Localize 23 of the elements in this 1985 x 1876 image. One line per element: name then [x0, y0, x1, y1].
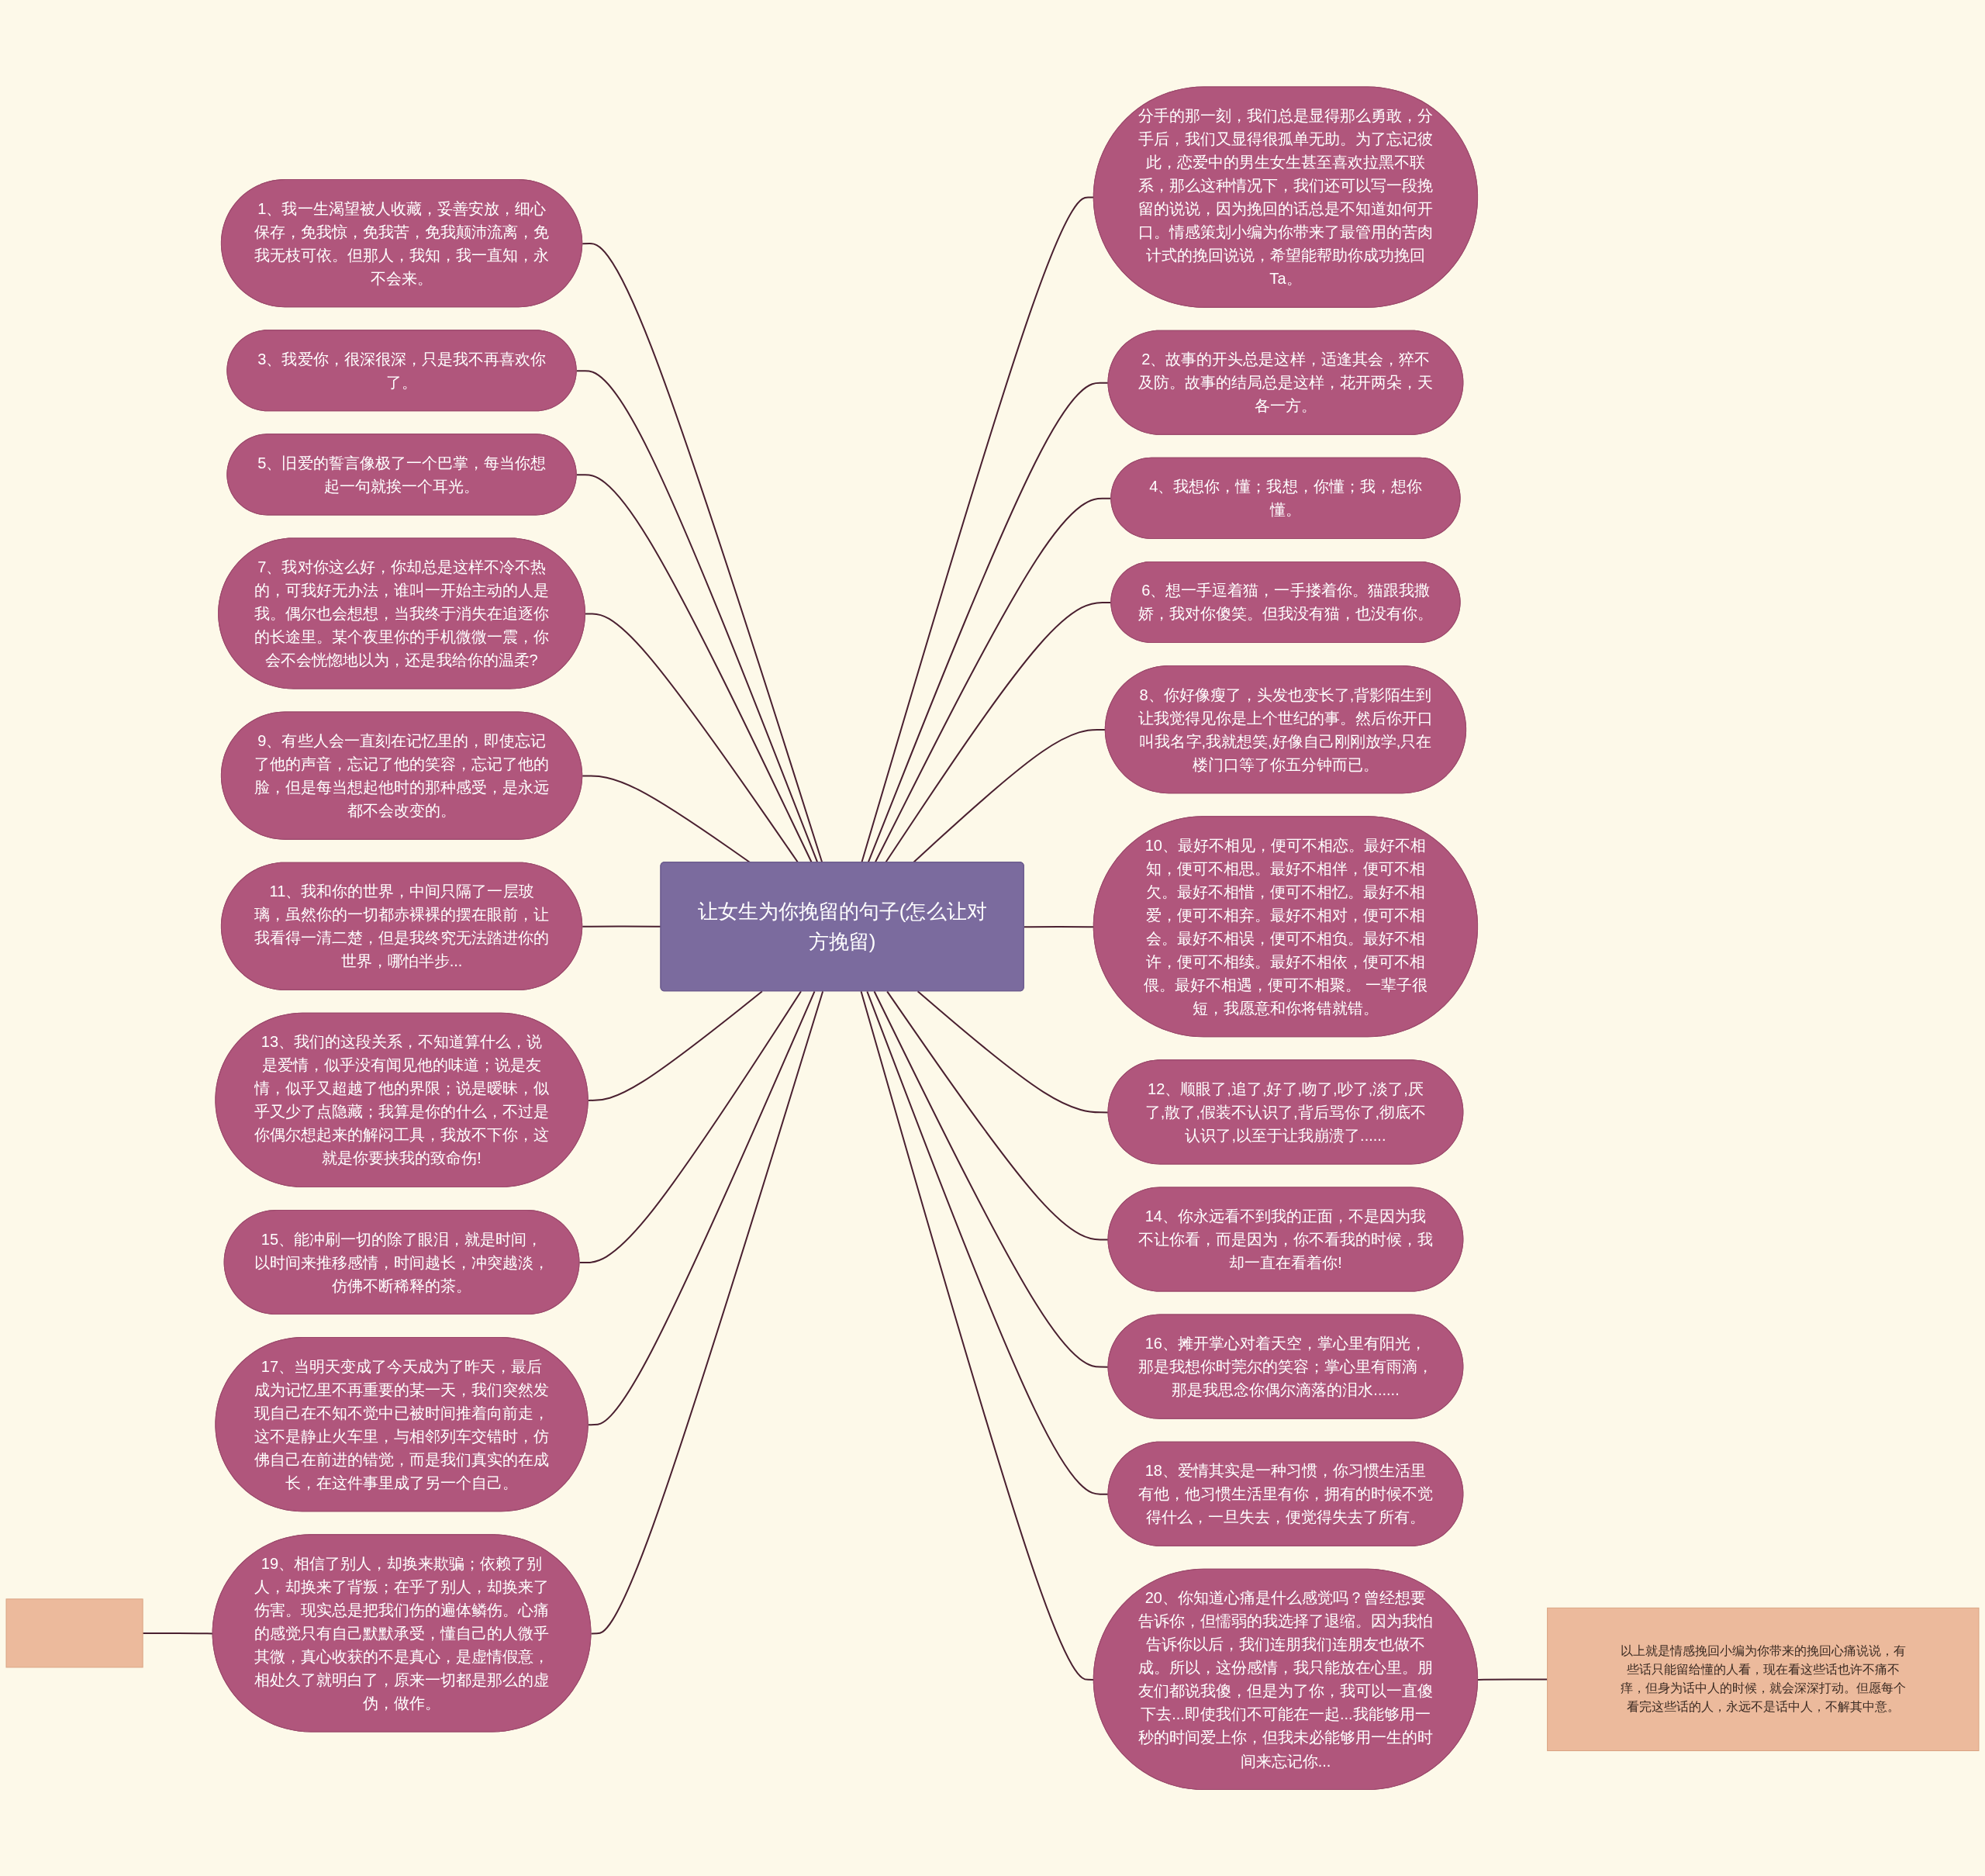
- connector: [587, 990, 763, 1101]
- connector: [886, 990, 1110, 1241]
- connector: [582, 775, 751, 863]
- connector: [867, 382, 1110, 863]
- connector: [917, 990, 1110, 1114]
- connector: [575, 474, 813, 863]
- connector: [587, 990, 816, 1425]
- connector: [866, 990, 1110, 1495]
- connector: [578, 990, 803, 1263]
- node-box: 以上就是情感挽回小编为你带来的挽回心痛说说，有些话只能留给懂的人看，现在看这些话也许不痛不痒，但身为话中人的时候，就会深深打动。但愿每个看完这些话的人，永远不是话中人，不解其中意。: [1547, 1607, 1980, 1751]
- connector: [874, 497, 1113, 863]
- connector: [1023, 925, 1095, 928]
- connector: [873, 990, 1110, 1368]
- connector: [584, 613, 799, 863]
- connector: [1477, 1678, 1548, 1681]
- connector: [861, 196, 1095, 863]
- connector: [142, 1632, 214, 1635]
- connector: [590, 990, 824, 1635]
- connector: [860, 990, 1095, 1681]
- node-box: [5, 1598, 143, 1668]
- connector: [582, 242, 823, 863]
- connector: [575, 369, 819, 863]
- connector: [912, 728, 1106, 863]
